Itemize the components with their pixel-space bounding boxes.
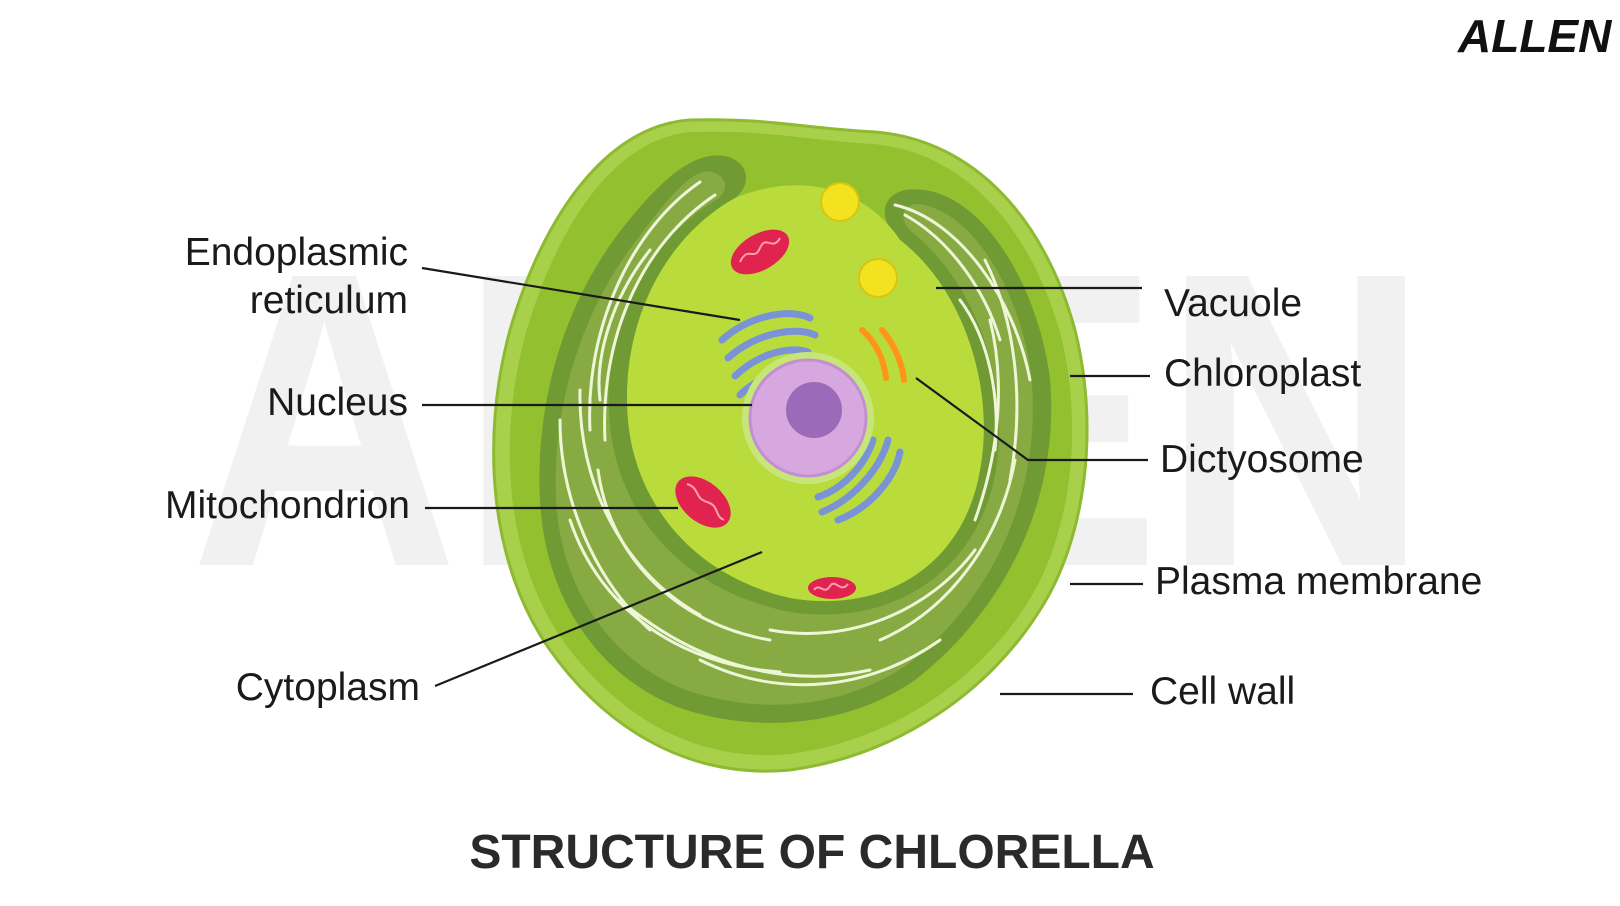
mitochondrion — [730, 229, 790, 275]
label-plasma-membrane: Plasma membrane — [1155, 560, 1482, 603]
chloroplast-stroma — [555, 171, 1033, 705]
label-mitochondrion: Mitochondrion — [165, 484, 410, 527]
leader-cytoplasm — [434, 550, 763, 688]
mitochondrion — [808, 577, 856, 599]
label-vacuole: Vacuole — [1164, 282, 1302, 325]
label-dictyosome: Dictyosome — [1160, 438, 1364, 481]
label-cell-wall: Cell wall — [1150, 670, 1295, 713]
nucleolus — [786, 382, 842, 438]
chlorella-cell — [492, 118, 1089, 773]
leader-lines — [421, 266, 1150, 696]
label-endoplasmic-reticulum-line1: Endoplasmic — [185, 231, 408, 274]
leader-endoplasmic-reticulum — [421, 266, 741, 322]
mitochondrion — [675, 476, 731, 528]
label-nucleus: Nucleus — [267, 381, 408, 424]
allen-logo: ALLEN — [1457, 10, 1612, 62]
diagram-title: STRUCTURE OF CHLORELLA — [469, 826, 1154, 879]
vacuole — [820, 182, 860, 222]
label-cytoplasm: Cytoplasm — [236, 666, 420, 709]
label-chloroplast: Chloroplast — [1164, 352, 1361, 395]
leader-dictyosome — [915, 377, 1148, 462]
dictyosome — [859, 327, 907, 383]
label-endoplasmic-reticulum-line2: reticulum — [250, 279, 408, 322]
thylakoids — [558, 180, 1032, 687]
vacuole — [858, 258, 898, 298]
